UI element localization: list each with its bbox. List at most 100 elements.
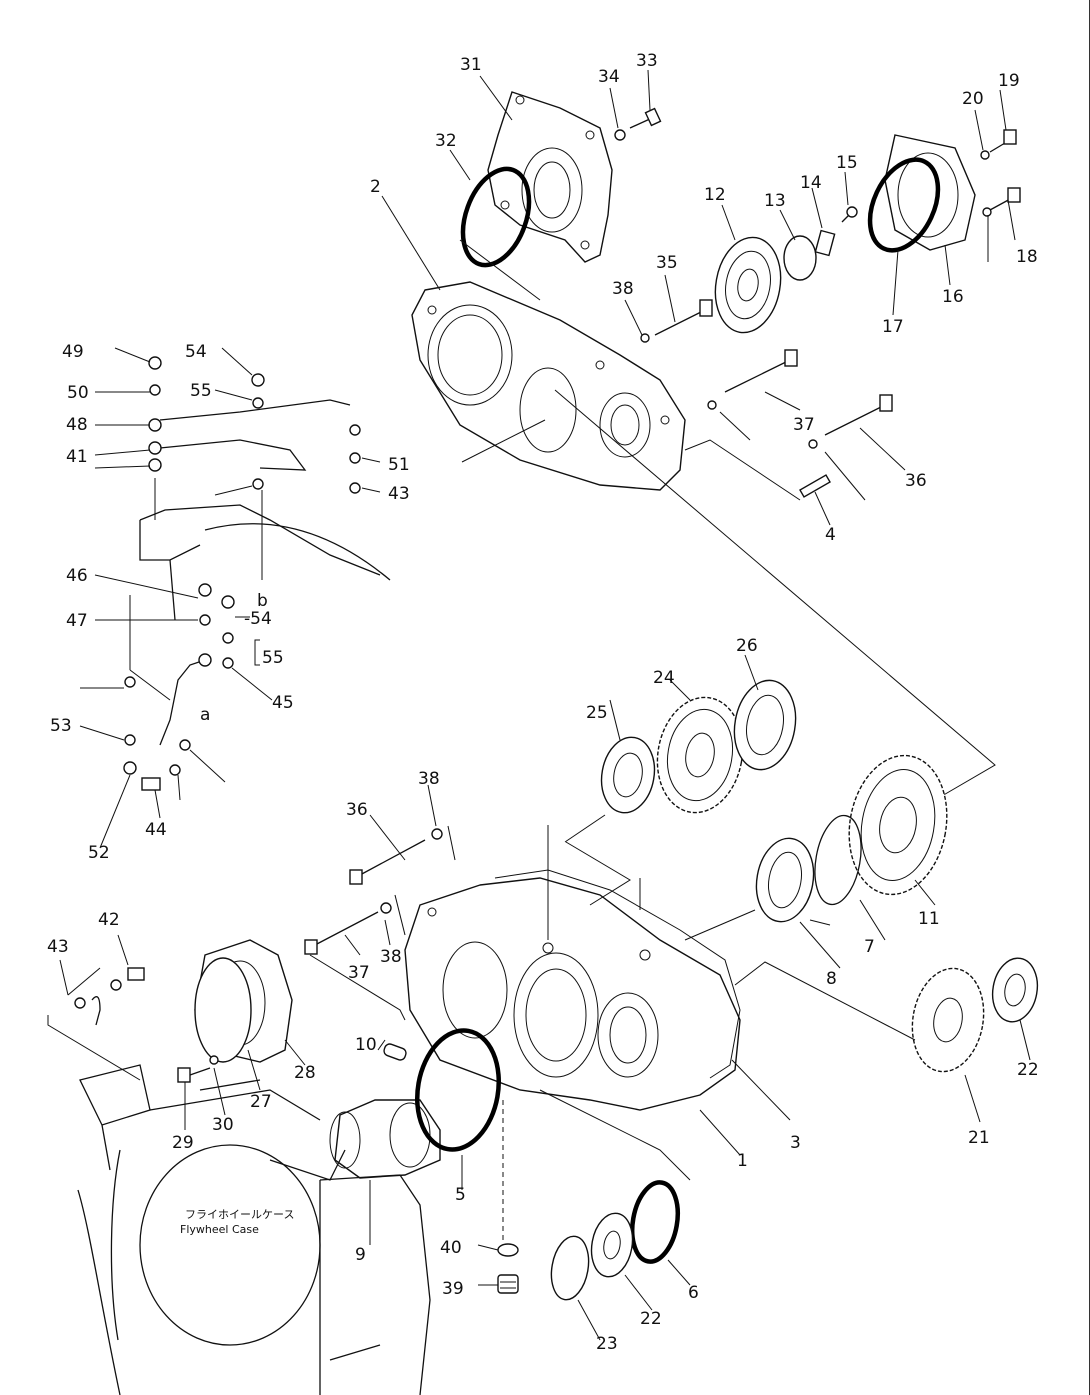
part-label: 22: [640, 1309, 662, 1329]
part-label: 5: [455, 1185, 466, 1205]
plug-39: [497, 1274, 519, 1294]
part-label: 53: [50, 716, 72, 736]
gasket-3: [494, 869, 741, 1079]
shaft-9: [329, 1099, 441, 1179]
washer-34: [614, 129, 626, 141]
bearing-26: [733, 679, 797, 771]
part-label: 32: [435, 131, 457, 151]
part-label: 49: [62, 342, 84, 362]
seal-ring-17: [867, 157, 941, 253]
part-label: 18: [1016, 247, 1038, 267]
transfer-case-1: [404, 877, 741, 1111]
part-label: 20: [962, 89, 984, 109]
part-label: 27: [250, 1092, 272, 1112]
pipe-assembly: [148, 356, 361, 494]
part-label: 52: [88, 843, 110, 863]
part-label: 14: [800, 173, 822, 193]
bearing-8: [755, 837, 815, 923]
part-label: 26: [736, 636, 758, 656]
part-label: 38: [612, 279, 634, 299]
gasket-27: [194, 957, 252, 1063]
bolts-29-30: [177, 1055, 219, 1083]
bolt-35: [640, 299, 713, 343]
part-label: 50: [67, 383, 89, 403]
part-label: 29: [172, 1133, 194, 1153]
part-label: 47: [66, 611, 88, 631]
part-label: 28: [294, 1063, 316, 1083]
bearing-22-bottom: [590, 1212, 634, 1278]
part-label: 48: [66, 415, 88, 435]
part-label: 39: [442, 1279, 464, 1299]
part-label: 17: [882, 317, 904, 337]
lock-plate-14: [814, 229, 836, 257]
snap-ring-7: [814, 814, 862, 906]
part-label: 55: [262, 648, 284, 668]
cap-23: [550, 1235, 590, 1301]
part-label: 24: [653, 668, 675, 688]
part-label: 55: [190, 381, 212, 401]
part-label: 1: [737, 1151, 748, 1171]
part-label: 37: [793, 415, 815, 435]
bolt-36-mid: [349, 825, 456, 885]
part-label: 33: [636, 51, 658, 71]
part-label: 38: [380, 947, 402, 967]
bearing-12: [714, 236, 782, 334]
part-label: 42: [98, 910, 120, 930]
part-label: 35: [656, 253, 678, 273]
bearing-25: [600, 736, 656, 814]
part-label: 9: [355, 1245, 366, 1265]
bolt-33: [629, 107, 662, 129]
bolt-36-top: [808, 394, 893, 449]
part-label: 12: [704, 185, 726, 205]
part-label: 43: [47, 937, 69, 957]
gear-11: [848, 754, 948, 896]
part-label: 10: [355, 1035, 377, 1055]
part-label: 6: [688, 1283, 699, 1303]
part-label: 3: [790, 1133, 801, 1153]
part-label: 51: [388, 455, 410, 475]
part-label: 25: [586, 703, 608, 723]
cover-plate-31: [487, 91, 613, 263]
part-label: 8: [826, 969, 837, 989]
part-label: -54: [244, 609, 272, 629]
part-label: 54: [185, 342, 207, 362]
part-label: 21: [968, 1128, 990, 1148]
part-label: 37: [348, 963, 370, 983]
bolt-42: [110, 967, 145, 991]
clip-43: [74, 996, 101, 1026]
bolt-15: [841, 206, 858, 223]
part-label: 30: [212, 1115, 234, 1135]
part-label: 7: [864, 937, 875, 957]
gear-24: [656, 696, 744, 814]
part-label: 11: [918, 909, 940, 929]
part-label: 43: [388, 484, 410, 504]
flywheel-case: [77, 1064, 431, 1395]
part-label: 34: [598, 67, 620, 87]
flywheel-caption-jp: フライホイールケース: [185, 1208, 294, 1221]
dowel-pin-4: [799, 474, 831, 498]
part-label: 31: [460, 55, 482, 75]
part-label: 16: [942, 287, 964, 307]
part-label: 46: [66, 566, 88, 586]
bolt-37-mid: [304, 894, 406, 955]
bolts-18-19-20: [980, 129, 1021, 217]
part-label: 40: [440, 1238, 462, 1258]
part-label: 45: [272, 693, 294, 713]
retainer-13: [783, 235, 817, 281]
part-label: 2: [370, 177, 381, 197]
part-label: 4: [825, 525, 836, 545]
lower-pipe: [123, 583, 235, 791]
o-ring-40: [497, 1243, 519, 1257]
gear-21: [911, 967, 985, 1073]
flywheel-caption-en: Flywheel Case: [180, 1223, 259, 1236]
mount-bracket: [129, 478, 391, 670]
part-label: 22: [1017, 1060, 1039, 1080]
key-10: [383, 1043, 407, 1061]
part-label: 15: [836, 153, 858, 173]
case-cover-2: [411, 281, 686, 491]
o-ring-6: [629, 1180, 681, 1264]
bolt-37-top: [707, 349, 798, 410]
